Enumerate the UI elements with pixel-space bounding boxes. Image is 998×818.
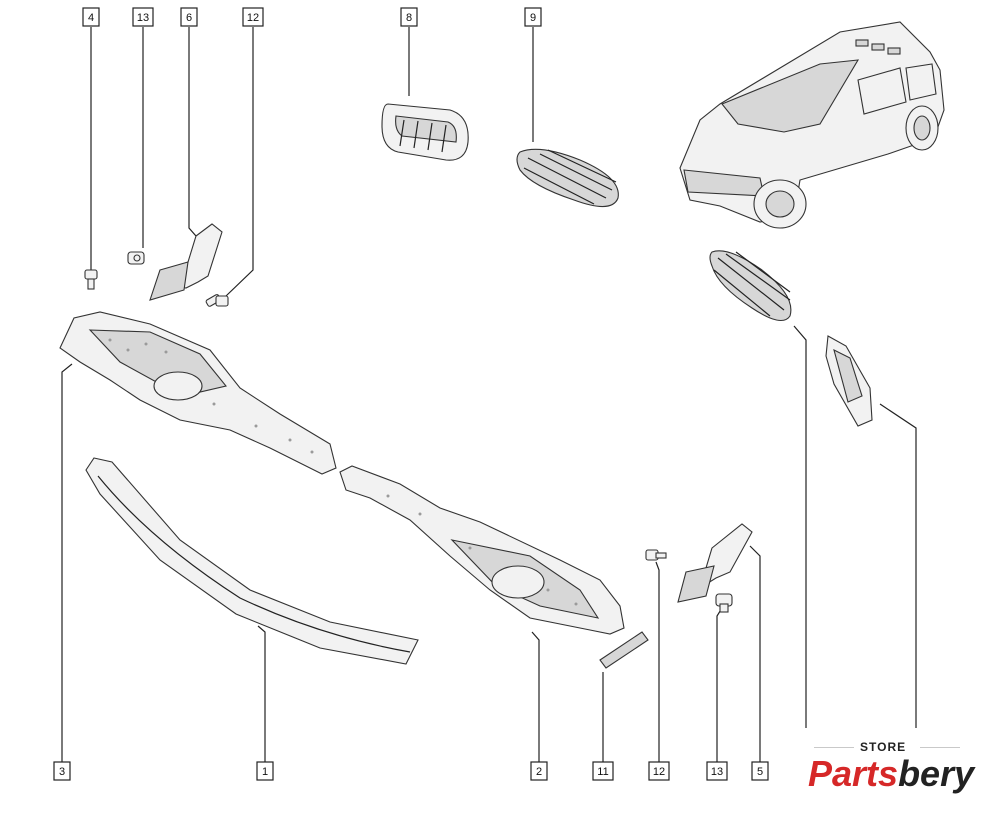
callout-9: 9 — [524, 7, 542, 27]
svg-text:12: 12 — [247, 12, 259, 24]
part-4-clip — [84, 269, 98, 290]
callout-8: 8 — [400, 7, 418, 27]
part-12-screw-top — [205, 294, 229, 307]
part-13-clip-top — [127, 251, 145, 265]
svg-text:5: 5 — [757, 766, 763, 778]
svg-text:9: 9 — [530, 12, 536, 24]
svg-text:13: 13 — [137, 12, 149, 24]
svg-text:4: 4 — [88, 12, 94, 24]
logo-brand-part1: Parts — [808, 753, 899, 794]
mesh-grille-right — [709, 250, 792, 322]
callout-12-bottom: 12 — [648, 761, 670, 781]
svg-text:3: 3 — [59, 766, 65, 778]
part-9-mesh-grille — [516, 148, 619, 208]
part-11-strip — [599, 631, 649, 669]
callout-5: 5 — [751, 761, 769, 781]
logo-store-text: STORE — [860, 740, 907, 754]
callout-1: 1 — [256, 761, 274, 781]
callout-3: 3 — [53, 761, 71, 781]
part-8-vent-grille — [381, 103, 469, 161]
leader-lines — [61, 27, 917, 762]
svg-text:2: 2 — [536, 766, 542, 778]
logo-brand-part2: bery — [898, 753, 975, 794]
part-2-scuttle-right — [339, 465, 625, 635]
logo-brand: Partsbery — [808, 754, 974, 794]
callout-13-top: 13 — [132, 7, 154, 27]
callout-13-bottom: 13 — [706, 761, 728, 781]
part-13-clip-bottom — [715, 593, 733, 613]
svg-text:1: 1 — [262, 766, 268, 778]
svg-text:11: 11 — [597, 766, 608, 778]
callout-2: 2 — [530, 761, 548, 781]
part-6-bracket — [149, 223, 223, 301]
logo-line-left — [814, 747, 854, 748]
part-12-screw-bottom — [645, 549, 667, 561]
right-end-bracket — [825, 335, 873, 427]
svg-text:8: 8 — [406, 12, 412, 24]
callout-11: 11 — [592, 761, 614, 781]
callout-6: 6 — [180, 7, 198, 27]
part-1-trim-strip — [85, 457, 419, 665]
callout-4-top: 4 — [82, 7, 100, 27]
svg-text:13: 13 — [711, 766, 723, 778]
svg-text:6: 6 — [186, 12, 192, 24]
part-5-bracket — [677, 523, 753, 603]
callout-12-top: 12 — [242, 7, 264, 27]
part-3-scuttle-left — [59, 311, 337, 475]
svg-text:12: 12 — [653, 766, 665, 778]
partsbery-logo: STORE Partsbery — [808, 738, 988, 798]
logo-line-right — [920, 747, 960, 748]
car-illustration — [679, 21, 945, 229]
